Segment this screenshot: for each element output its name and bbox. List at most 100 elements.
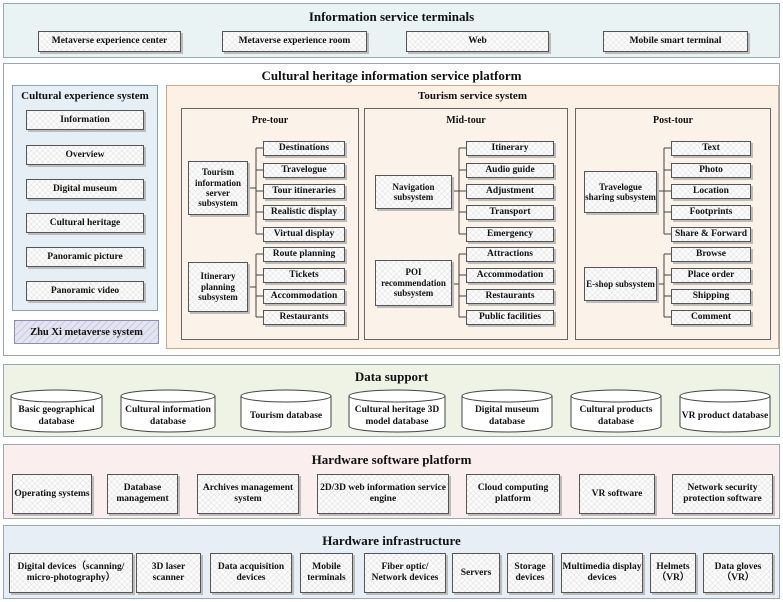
infra-mobile-terminals: Mobile terminals xyxy=(300,553,353,593)
database-cylinder-icon xyxy=(461,389,553,433)
hw-sw-cloud-computing: Cloud computing platform xyxy=(466,474,560,514)
post-tour-panel: Post-tour Travelogue sharing subsystem T… xyxy=(575,108,771,340)
cultural-item-information: Information xyxy=(26,110,144,130)
db-cultural-information-label: Cultural information database xyxy=(125,404,211,427)
infrastructure-title: Hardware infrastructure xyxy=(322,533,461,548)
mid-tour-subsystem-navigation: Navigation subsystem xyxy=(375,175,452,209)
post-tour-subsystem-travelogue-sharing: Travelogue sharing subsystem xyxy=(584,171,657,213)
hw-sw-network-security: Network security protection software xyxy=(672,474,773,514)
tourism-service-title: Tourism service system xyxy=(418,90,527,102)
terminals-panel: Information service terminals Metaverse … xyxy=(3,3,780,58)
terminal-metaverse-center: Metaverse experience center xyxy=(38,31,181,52)
database-cylinder-icon xyxy=(240,389,332,433)
terminal-mobile: Mobile smart terminal xyxy=(603,31,748,52)
database-cylinder-icon xyxy=(570,389,662,433)
hardware-software-panel: Hardware software platform Operating sys… xyxy=(3,444,780,519)
db-cultural-heritage-3d: Cultural heritage 3D model database xyxy=(348,389,446,433)
infra-storage-devices: Storage devices xyxy=(507,553,553,593)
post-tour-title: Post-tour xyxy=(653,115,693,126)
db-digital-museum: Digital museum database xyxy=(461,389,553,433)
pre-item-tickets: Tickets xyxy=(263,268,345,283)
data-support-title: Data support xyxy=(354,369,429,384)
pre-tour-connectors xyxy=(248,147,263,318)
hw-sw-vr-software: VR software xyxy=(579,474,655,514)
pre-item-tour-itineraries: Tour itineraries xyxy=(263,184,345,199)
zhu-xi-metaverse-system: Zhu Xi metaverse system xyxy=(14,320,159,344)
post-tour-subsystem-e-shop: E-shop subsystem xyxy=(584,267,657,301)
cultural-experience-panel: Cultural experience system Information O… xyxy=(12,85,158,311)
platform-panel: Cultural heritage information service pl… xyxy=(3,63,780,356)
db-cultural-heritage-3d-label: Cultural heritage 3D model database xyxy=(354,404,440,427)
mid-item-adjustment: Adjustment xyxy=(466,184,554,199)
mid-item-transport: Transport xyxy=(466,205,554,220)
mid-item-public-facilities: Public facilities xyxy=(466,310,554,325)
infra-data-acquisition: Data acquisition devices xyxy=(210,553,292,593)
mid-item-attractions: Attractions xyxy=(466,247,554,262)
database-cylinder-icon xyxy=(679,389,771,433)
terminal-metaverse-room: Metaverse experience room xyxy=(222,31,367,52)
pre-tour-subsystem-info-server: Tourism information server subsystem xyxy=(188,161,248,215)
db-cultural-products: Cultural products database xyxy=(570,389,662,433)
mid-tour-title: Mid-tour xyxy=(446,115,486,126)
cultural-item-overview: Overview xyxy=(26,145,144,165)
cultural-item-digital-museum: Digital museum xyxy=(26,179,144,199)
db-basic-geographical-label: Basic geographical database xyxy=(18,404,95,427)
mid-item-audio-guide: Audio guide xyxy=(466,163,554,178)
db-tourism-label: Tourism database xyxy=(249,410,323,421)
db-tourism: Tourism database xyxy=(240,389,332,433)
pre-tour-subsystem-itinerary-planning: Itinerary planning subsystem xyxy=(188,262,248,312)
post-item-browse: Browse xyxy=(671,247,751,262)
pre-item-route-planning: Route planning xyxy=(263,247,345,262)
db-basic-geographical: Basic geographical database xyxy=(10,389,103,433)
mid-tour-panel: Mid-tour Navigation subsystem Itinerary … xyxy=(364,108,568,340)
post-item-place-order: Place order xyxy=(671,268,751,283)
hardware-software-title: Hardware software platform xyxy=(311,452,472,467)
post-item-text: Text xyxy=(671,141,751,156)
pre-item-realistic-display: Realistic display xyxy=(263,205,345,220)
db-cultural-products-label: Cultural products database xyxy=(579,404,653,427)
hw-sw-operating-systems: Operating systems xyxy=(12,474,92,514)
mid-tour-subsystem-poi: POI recommendation subsystem xyxy=(375,260,452,306)
pre-tour-panel: Pre-tour Tourism information server subs… xyxy=(181,108,359,340)
pre-item-travelogue: Travelogue xyxy=(263,163,345,178)
mid-item-restaurants: Restaurants xyxy=(466,289,554,304)
post-item-footprints: Footprints xyxy=(671,205,751,220)
infra-fiber-network: Fiber optic/ Network devices xyxy=(364,553,446,593)
hw-sw-database-management: Database management xyxy=(107,474,178,514)
post-item-share-forward: Share & Forward xyxy=(671,227,751,242)
pre-item-accommodation: Accommodation xyxy=(263,289,345,304)
cultural-item-cultural-heritage: Cultural heritage xyxy=(26,213,144,233)
database-cylinder-icon xyxy=(10,389,103,433)
mid-item-accommodation: Accommodation xyxy=(466,268,554,283)
post-item-shipping: Shipping xyxy=(671,289,751,304)
db-cultural-information: Cultural information database xyxy=(120,389,216,433)
infra-servers: Servers xyxy=(452,553,500,593)
mid-tour-connectors xyxy=(452,147,466,318)
db-vr-product: VR product database xyxy=(679,389,771,433)
platform-title: Cultural heritage information service pl… xyxy=(261,68,522,83)
hw-sw-web-engine: 2D/3D web information service engine xyxy=(317,474,449,514)
infra-helmets-vr: Helmets （VR） xyxy=(650,553,696,593)
terminal-web: Web xyxy=(406,31,549,52)
pre-item-destinations: Destinations xyxy=(263,141,345,156)
cultural-experience-title: Cultural experience system xyxy=(21,90,149,102)
database-cylinder-icon xyxy=(120,389,216,433)
post-item-photo: Photo xyxy=(671,163,751,178)
post-item-comment: Comment xyxy=(671,310,751,325)
post-tour-connectors xyxy=(657,147,671,318)
infra-multimedia-display: Multimedia display devices xyxy=(561,553,643,593)
mid-item-itinerary: Itinerary xyxy=(466,141,554,156)
database-cylinder-icon xyxy=(348,389,446,433)
infra-3d-laser-scanner: 3D laser scanner xyxy=(136,553,201,593)
db-digital-museum-label: Digital museum database xyxy=(474,404,540,427)
cultural-item-panoramic-picture: Panoramic picture xyxy=(26,247,144,267)
mid-item-emergency: Emergency xyxy=(466,227,554,242)
infra-digital-devices: Digital devices（scanning/ micro-photogra… xyxy=(9,553,133,593)
db-vr-product-label: VR product database xyxy=(681,410,769,421)
pre-item-virtual-display: Virtual display xyxy=(263,227,345,242)
tourism-service-panel: Tourism service system Pre-tour Tourism … xyxy=(166,85,779,349)
post-item-location: Location xyxy=(671,184,751,199)
infra-data-gloves-vr: Data gloves（VR） xyxy=(703,553,773,593)
pre-tour-title: Pre-tour xyxy=(251,115,289,126)
terminals-title: Information service terminals xyxy=(308,9,475,24)
